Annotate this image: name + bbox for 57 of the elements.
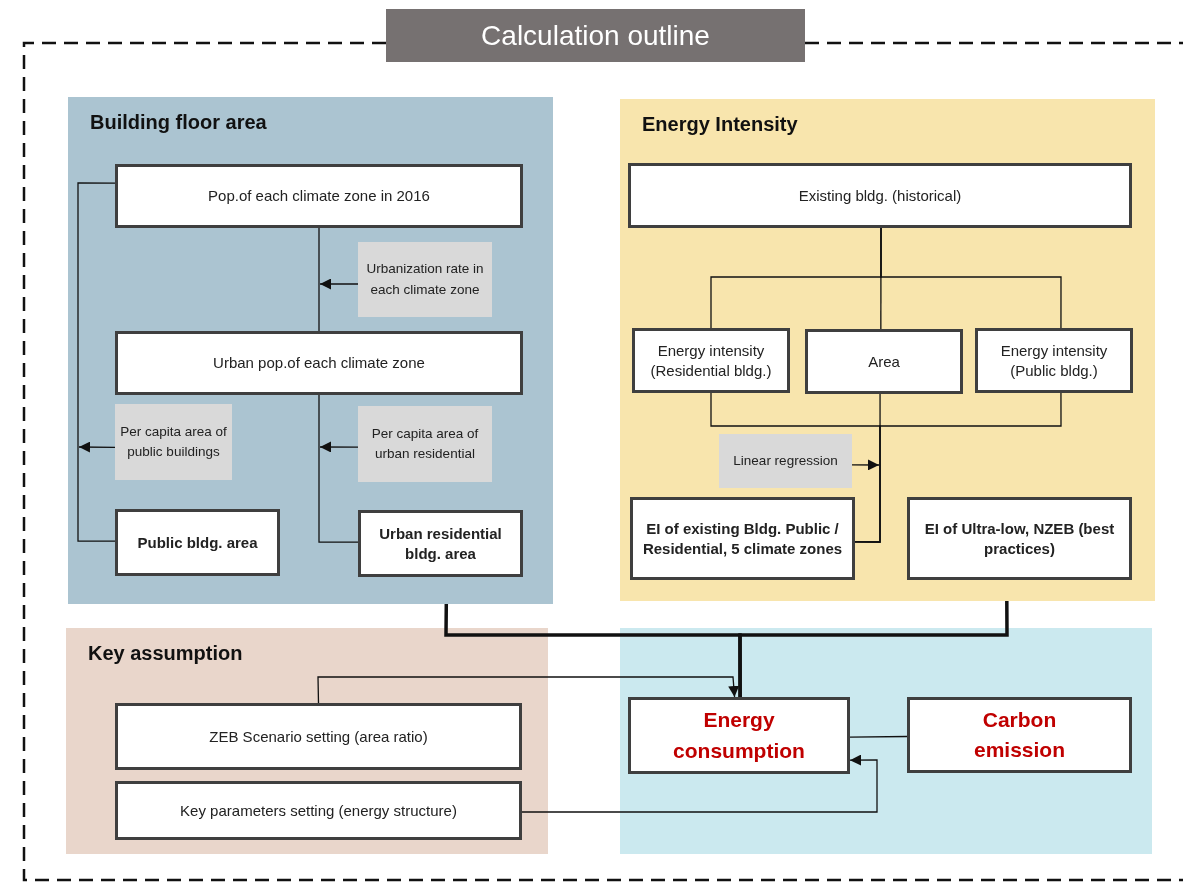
process-box [115,703,522,770]
arrow [317,676,740,704]
node-text: Urbanization rate in each climate zone [365,260,485,299]
result-box [630,497,855,580]
process-box [632,328,790,393]
node-text: EI of existing Bldg. Public / Residential, 5 climate zones [641,519,844,558]
process-box [115,164,523,228]
node-text: Per capita area of public buildings [119,422,228,461]
connector-line [77,182,116,542]
process-box [805,329,963,394]
node-text: Existing bldg. (historical) [798,185,962,206]
panel-heading: Building floor area [90,111,267,134]
node-text: Pop.of each climate zone in 2016 [208,186,430,206]
panel [66,628,548,854]
node-text: Urban residential bldg. area [378,524,503,563]
node-text: EI of Ultra-low, NZEB (best practices) [923,519,1116,558]
node-text: Linear regression [733,451,838,470]
node-text: Public bldg. area [137,532,258,553]
node-text: Area [868,351,900,372]
node-text: Key parameters setting (energy structure) [180,800,457,821]
process-box [115,781,522,840]
connector-line [880,227,1062,329]
note-box [358,242,492,317]
note-box [358,406,492,482]
node-text: Energy intensity (Public bldg.) [999,341,1109,380]
connector-line [849,735,908,738]
node-text: Energy intensity (Residential bldg.) [649,341,773,380]
arrow [319,278,359,290]
connector-line [318,394,359,543]
arrow [78,441,116,453]
note-box [719,434,852,488]
result-box [358,510,523,577]
output-box [628,697,850,774]
result-box [115,509,280,576]
node-text: Per capita area of urban residential [370,424,480,463]
arrow [319,441,359,453]
note-box [115,404,232,480]
node-text: ZEB Scenario setting (area ratio) [209,726,428,747]
output-box [907,697,1132,773]
connector-line [318,227,320,332]
node-text: Carbon emission [972,706,1066,763]
node-text: Energy consumption [673,707,805,764]
panel [68,97,553,604]
connector-line [738,601,1009,697]
connector-line [854,392,1062,543]
node-text: Urban pop.of each climate zone [213,353,425,373]
process-box [975,328,1133,393]
panel [620,628,1152,854]
arrow [851,459,880,471]
arrow [521,754,878,813]
title: Calculation outline [386,9,805,62]
panel-heading: Energy Intensity [642,113,798,136]
process-box [115,331,523,395]
panel [620,99,1155,601]
process-box [628,163,1132,228]
panel-heading: Key assumption [88,642,243,665]
result-box [907,497,1132,580]
